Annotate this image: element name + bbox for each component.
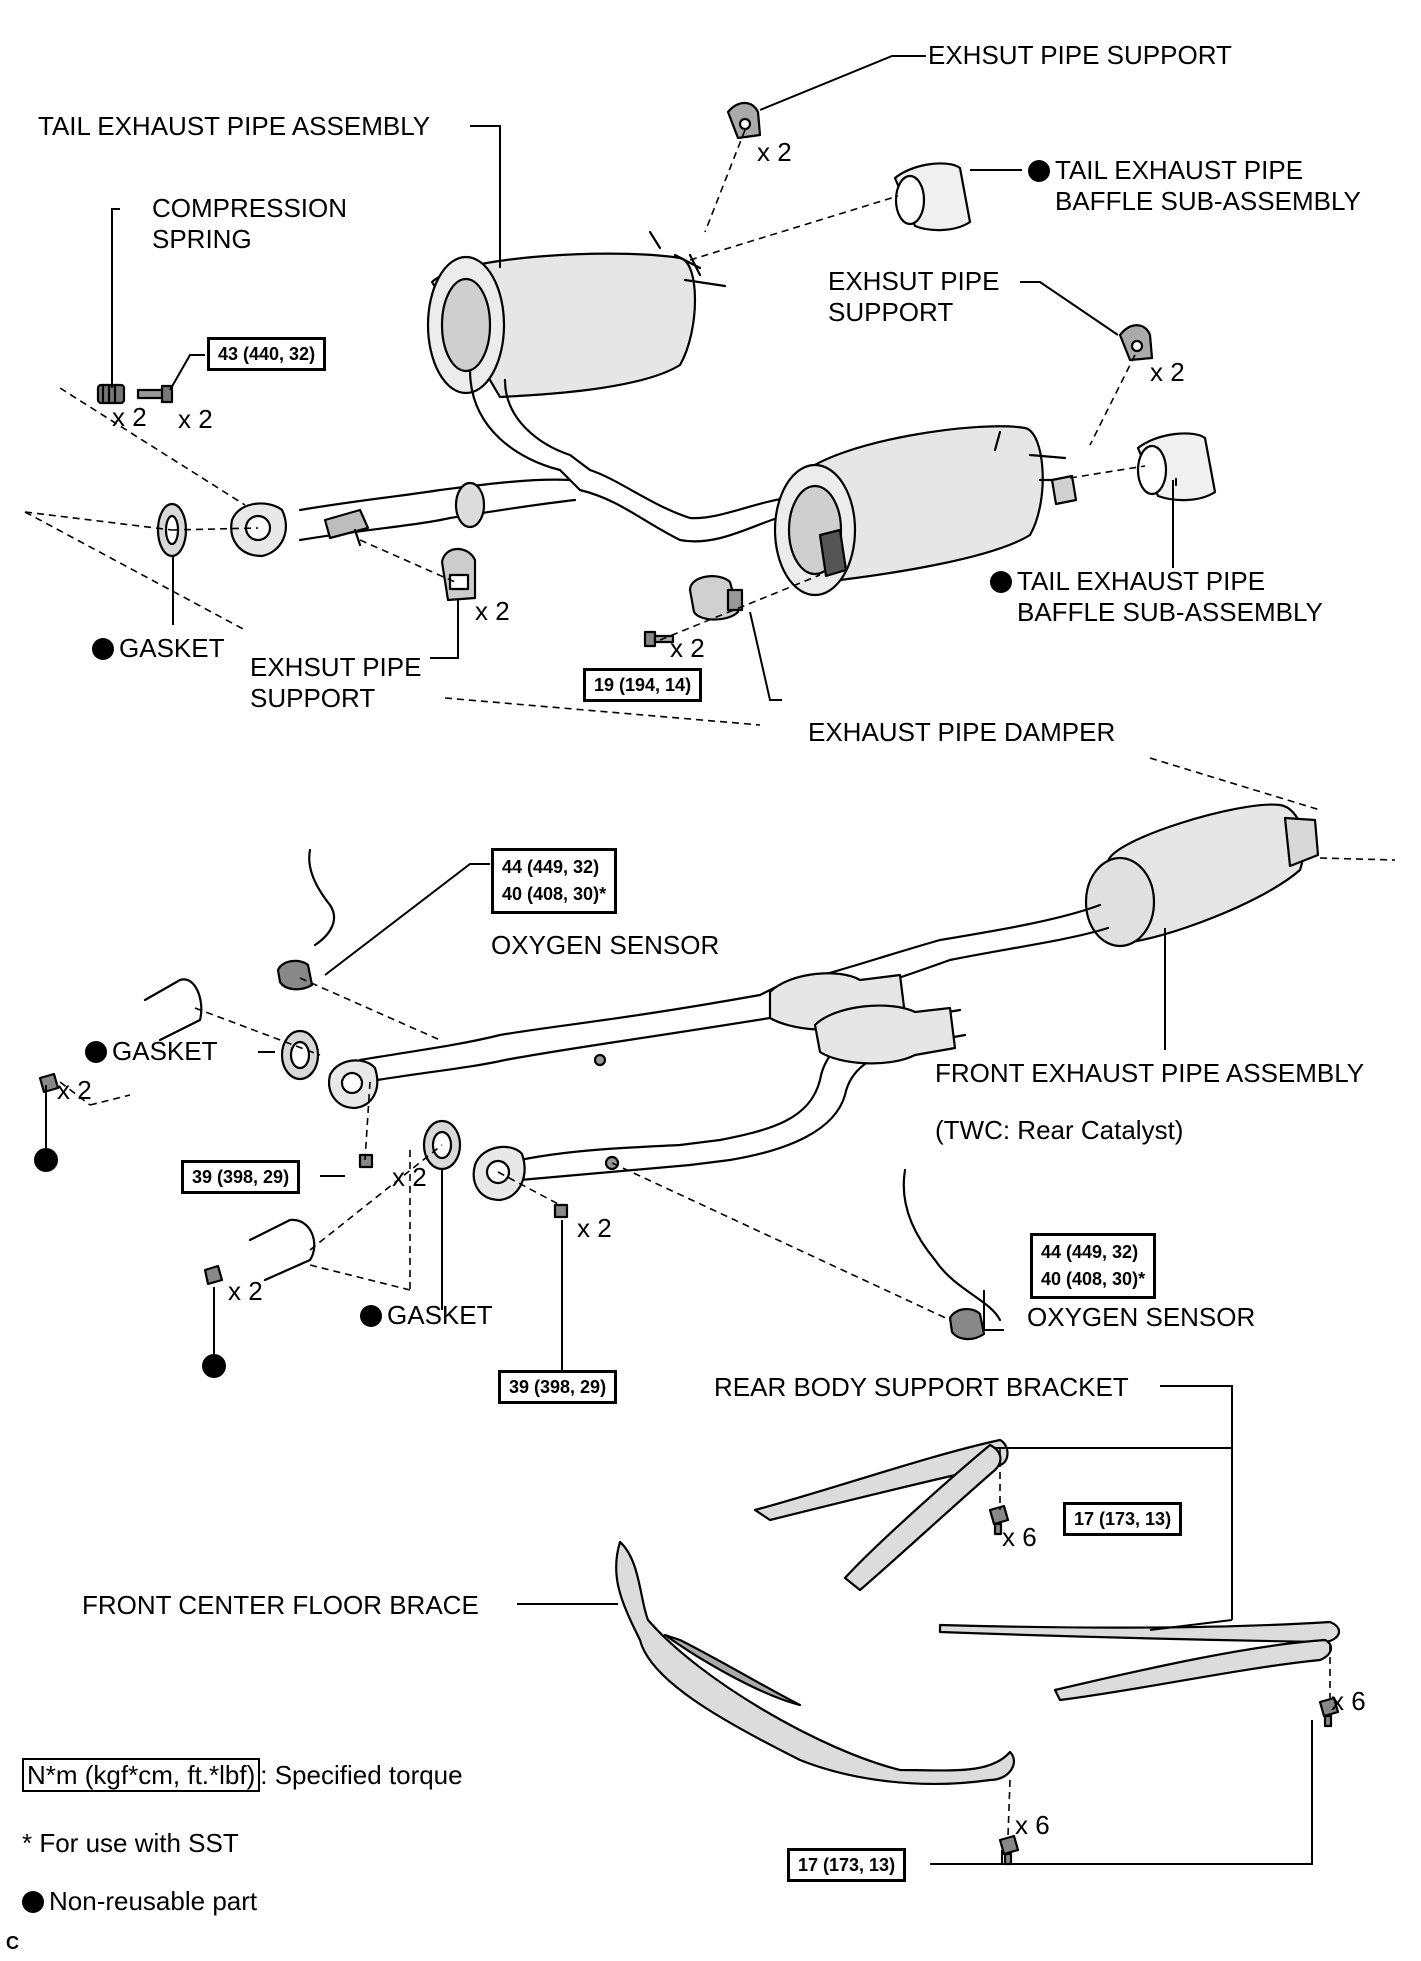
tail-pipe-baffle-top-drawing <box>893 162 972 232</box>
bracket-bolts-drawing <box>988 1504 1340 1866</box>
label-exhaust-pipe-damper: EXHAUST PIPE DAMPER <box>808 717 1116 747</box>
gasket-3-text: GASKET <box>387 1300 493 1330</box>
label-baffle-bottom: TAIL EXHAUST PIPE BAFFLE SUB-ASSEMBLY <box>990 566 1323 628</box>
label-quantity-bolt-17-right: x 6 <box>1331 1686 1366 1716</box>
torque-box-39-bottom: 39 (398, 29) <box>498 1370 618 1404</box>
torque-box-19: 19 (194, 14) <box>583 668 703 702</box>
label-oxygen-sensor-2: OXYGEN SENSOR <box>1027 1302 1256 1332</box>
non-reusable-dot-icon <box>990 571 1012 593</box>
non-reusable-dot-icon <box>92 638 114 660</box>
label-quantity-bolt-39-left: x 2 <box>392 1162 427 1192</box>
tail-pipe-baffle-bottom-drawing <box>1136 432 1217 502</box>
non-reusable-dot-icon <box>1028 160 1050 182</box>
label-front-exhaust-pipe-assembly: FRONT EXHAUST PIPE ASSEMBLY <box>935 1058 1365 1088</box>
torque-box-oxygen-1: 44 (449, 32) 40 (408, 30)* <box>491 848 618 914</box>
torque-box-43: 43 (440, 32) <box>207 337 327 371</box>
label-compression-spring: COMPRESSION SPRING <box>152 193 347 255</box>
upstream-pipe-stubs-drawing <box>143 978 316 1282</box>
label-gasket-2: GASKET <box>85 1036 217 1067</box>
legend-sst-note: * For use with SST <box>22 1828 239 1858</box>
baffle-top-line2: BAFFLE SUB-ASSEMBLY <box>1055 186 1361 216</box>
baffle-bottom-line1: TAIL EXHAUST PIPE <box>1017 566 1266 596</box>
label-quantity-nut-lower: x 2 <box>228 1276 263 1306</box>
torque-44-1: 44 (449, 32) <box>502 857 600 877</box>
torque-44-2: 44 (449, 32) <box>1041 1242 1139 1262</box>
front-exhaust-pipe-assembly-drawing <box>328 803 1320 1202</box>
legend-non-reusable: Non-reusable part <box>22 1886 257 1917</box>
gasket-1-text: GASKET <box>119 633 225 663</box>
label-quantity-bolt-43: x 2 <box>178 404 213 434</box>
label-gasket-3: GASKET <box>360 1300 492 1331</box>
label-gasket-1: GASKET <box>92 633 224 664</box>
label-quantity-nut-upper: x 2 <box>57 1075 92 1105</box>
torque-40-2: 40 (408, 30)* <box>1041 1269 1146 1289</box>
support-mid-line2: SUPPORT <box>828 297 954 327</box>
label-oxygen-sensor-1: OXYGEN SENSOR <box>491 930 720 960</box>
support-mid-line1: EXHSUT PIPE <box>828 266 1000 296</box>
exhaust-pipe-support-mid-drawing <box>1118 324 1154 362</box>
label-front-center-floor-brace: FRONT CENTER FLOOR BRACE <box>82 1590 479 1620</box>
gasket-2-text: GASKET <box>112 1036 218 1066</box>
legend-torque-format: N*m (kgf*cm, ft.*lbf) <box>22 1758 261 1792</box>
compression-spring-line2: SPRING <box>152 224 252 254</box>
torque-40-1: 40 (408, 30)* <box>502 884 607 904</box>
exhaust-pipe-support-top-drawing <box>726 101 762 140</box>
rear-body-support-bracket-drawing <box>753 1438 1341 1702</box>
leader-lines <box>45 55 1313 1865</box>
label-quantity-support-mid: x 2 <box>1150 357 1185 387</box>
non-reusable-dots <box>34 1148 226 1378</box>
gasket-2-drawing <box>280 1029 320 1081</box>
label-quantity-spring: x 2 <box>112 402 147 432</box>
legend-non-reusable-text: Non-reusable part <box>49 1886 258 1916</box>
label-quantity-support-top: x 2 <box>757 137 792 167</box>
bolt-43-drawing <box>136 384 174 404</box>
support-low-line2: SUPPORT <box>250 683 376 713</box>
label-tail-exhaust-pipe-assembly: TAIL EXHAUST PIPE ASSEMBLY <box>38 111 431 141</box>
label-quantity-bolt-17-upper: x 6 <box>1002 1522 1037 1552</box>
compression-spring-line1: COMPRESSION <box>152 193 348 223</box>
non-reusable-dot-icon <box>360 1305 382 1327</box>
baffle-top-line1: TAIL EXHAUST PIPE <box>1055 155 1304 185</box>
label-exhaust-pipe-support-top: EXHSUT PIPE SUPPORT <box>928 40 1232 70</box>
front-bolts-drawing <box>38 1072 569 1286</box>
support-low-line1: EXHSUT PIPE <box>250 652 422 682</box>
oxygen-sensor-1-drawing <box>276 848 336 991</box>
label-quantity-bolt-17-lower: x 6 <box>1015 1810 1050 1840</box>
torque-box-17-lower: 17 (173, 13) <box>787 1848 907 1882</box>
torque-box-39-left: 39 (398, 29) <box>181 1160 301 1194</box>
non-reusable-dot-icon <box>85 1041 107 1063</box>
bolt-19-drawing <box>643 630 675 648</box>
label-exhaust-pipe-support-mid: EXHSUT PIPE SUPPORT <box>828 266 999 328</box>
oxygen-sensor-2-drawing <box>902 1168 1002 1341</box>
tail-exhaust-pipe-assembly-drawing <box>230 230 1078 597</box>
label-exhaust-pipe-support-low: EXHSUT PIPE SUPPORT <box>250 652 421 714</box>
label-baffle-top: TAIL EXHAUST PIPE BAFFLE SUB-ASSEMBLY <box>1028 155 1361 217</box>
label-rear-body-support-bracket: REAR BODY SUPPORT BRACKET <box>714 1372 1129 1402</box>
baffle-bottom-line2: BAFFLE SUB-ASSEMBLY <box>1017 597 1323 627</box>
front-center-floor-brace-drawing <box>614 1540 1015 1786</box>
corner-code: C <box>6 1933 19 1953</box>
torque-box-17-upper: 17 (173, 13) <box>1063 1502 1183 1536</box>
legend-torque-desc: : Specified torque <box>260 1760 463 1790</box>
exhaust-pipe-support-low-drawing <box>440 547 477 602</box>
torque-box-oxygen-2: 44 (449, 32) 40 (408, 30)* <box>1030 1233 1157 1299</box>
label-twc-rear-catalyst: (TWC: Rear Catalyst) <box>935 1115 1184 1145</box>
label-quantity-support-low: x 2 <box>475 596 510 626</box>
label-quantity-bolt-19: x 2 <box>670 633 705 663</box>
legend-torque: N*m (kgf*cm, ft.*lbf): Specified torque <box>22 1758 463 1792</box>
label-quantity-bolt-39-right: x 2 <box>577 1213 612 1243</box>
non-reusable-dot-icon <box>22 1891 44 1913</box>
exhaust-pipe-damper-drawing <box>688 575 744 621</box>
alignment-lines <box>24 129 1396 1837</box>
